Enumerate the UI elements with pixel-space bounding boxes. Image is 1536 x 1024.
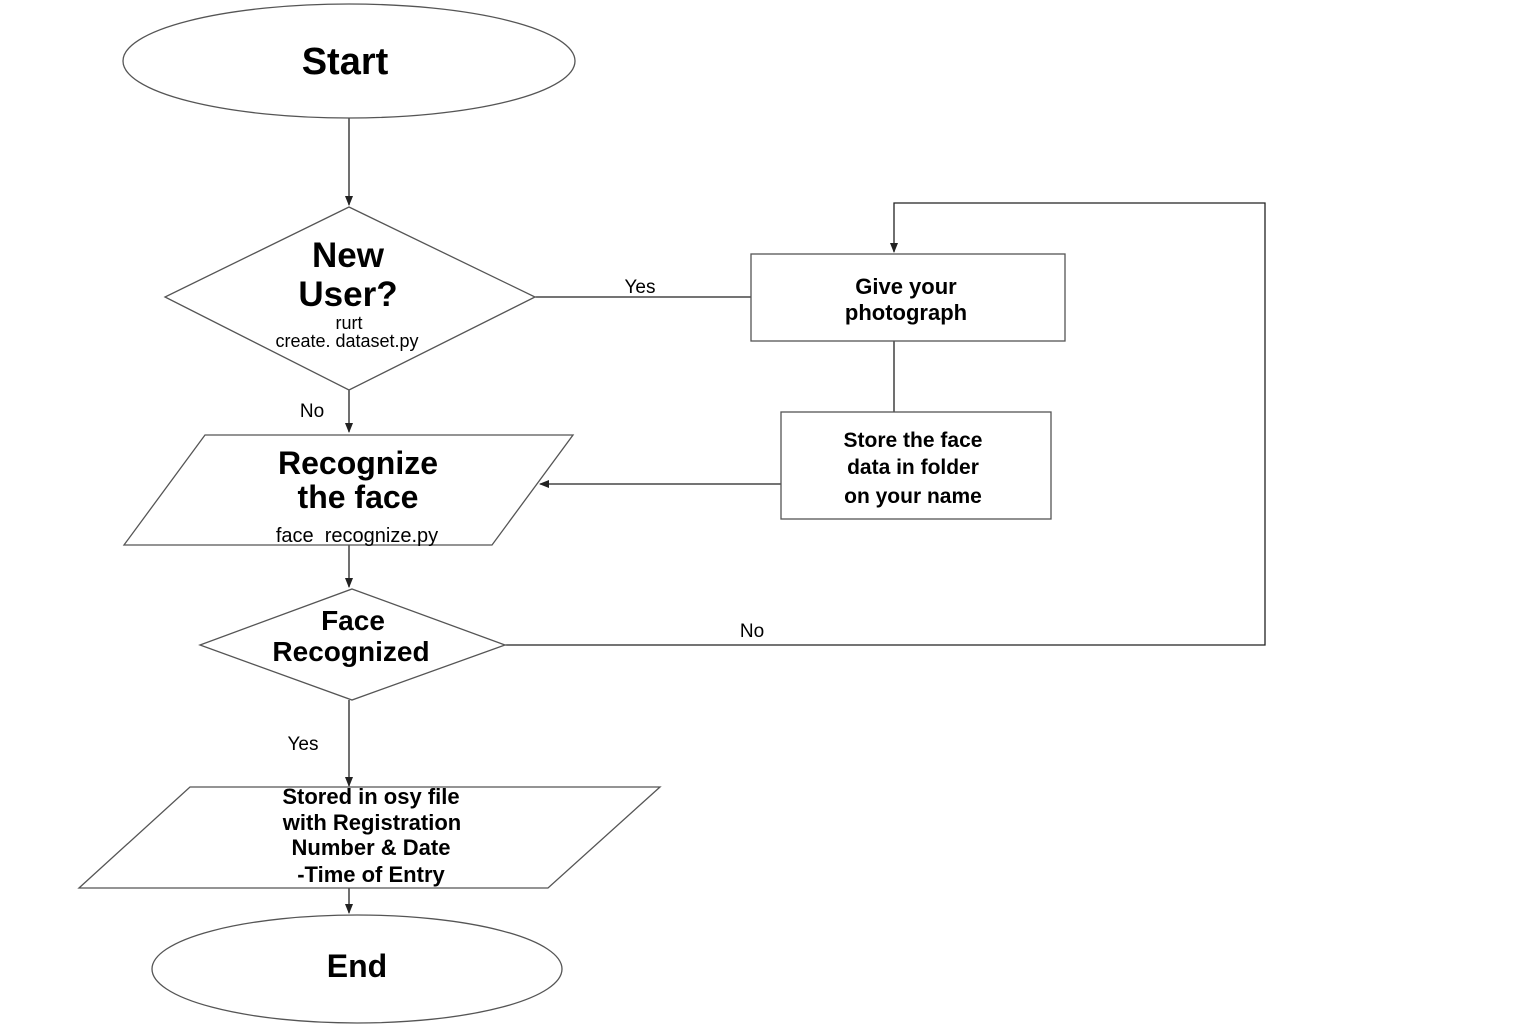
- new-user-sub-line2: create. dataset.py: [275, 331, 418, 351]
- edge-label-face-recognized-no: No: [740, 621, 764, 642]
- new-user-label-line2: User?: [298, 275, 397, 314]
- new-user-label-line1: New: [312, 236, 385, 275]
- recognize-face-node: Recognize the face face recognize.py: [122, 434, 575, 547]
- edge-label-new-user-yes: Yes: [625, 277, 656, 298]
- store-face-node: Store the face data in folder on your na…: [780, 411, 1052, 520]
- recognize-face-line1: Recognize: [278, 445, 438, 481]
- start-label: Start: [302, 41, 389, 83]
- give-photograph-line2: photograph: [845, 300, 967, 325]
- new-user-sub-line1: rurt: [336, 313, 363, 333]
- end-node: End: [151, 914, 563, 1024]
- recognize-face-sub: face recognize.py: [276, 525, 438, 547]
- store-face-line1: Store the face: [844, 429, 983, 452]
- store-face-line3: on your name: [844, 485, 982, 508]
- stored-file-node: Stored in osy file with Registration Num…: [77, 784, 662, 889]
- stored-file-line1: Stored in osy file: [282, 784, 459, 809]
- stored-file-line2: with Registration: [282, 810, 461, 835]
- recognize-face-line2: the face: [298, 479, 419, 515]
- store-face-line2: data in folder: [847, 456, 979, 479]
- stored-file-line4: -Time of Entry: [297, 862, 445, 887]
- new-user-decision: New User? rurt create. dataset.py: [163, 206, 537, 391]
- start-node: Start: [122, 3, 576, 119]
- face-recognized-line1: Face: [321, 605, 385, 636]
- give-photograph-line1: Give your: [855, 274, 957, 299]
- connector-face-recognized-loop-back: [505, 202, 1266, 646]
- edge-label-face-recognized-yes: Yes: [288, 734, 319, 755]
- edge-label-new-user-no: No: [300, 401, 324, 422]
- face-recognized-decision: Face Recognized: [198, 588, 507, 701]
- end-label: End: [327, 948, 387, 984]
- face-recognized-line2: Recognized: [272, 636, 429, 667]
- stored-file-line3: Number & Date: [292, 835, 451, 860]
- give-photograph-node: Give your photograph: [750, 253, 1066, 342]
